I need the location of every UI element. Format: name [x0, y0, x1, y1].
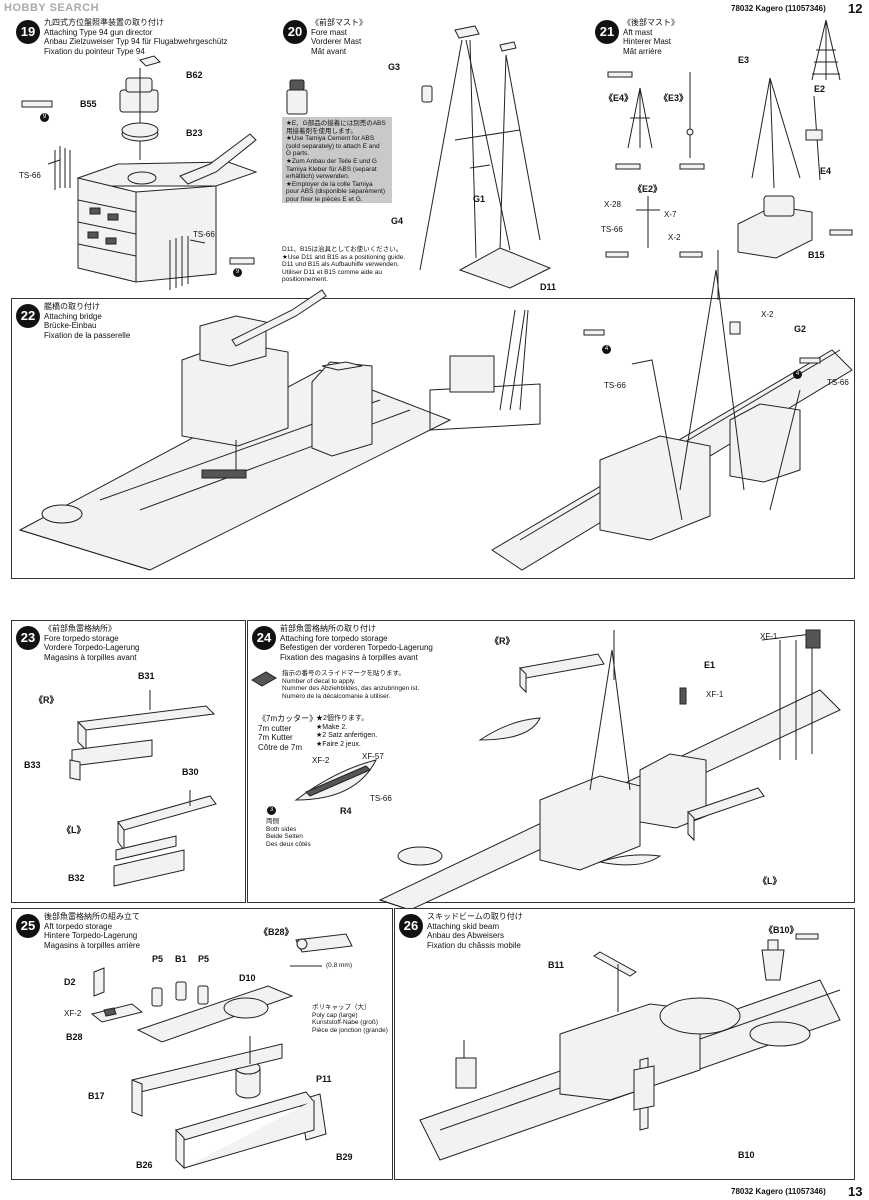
- step-23-part-b32: B32: [68, 873, 85, 883]
- step-19-part-ts66-a: TS-66: [19, 171, 41, 180]
- step-22-decal-circle-b: 4: [793, 370, 802, 379]
- step-24-part-e1: E1: [704, 660, 716, 670]
- step-19-decal-circle-a: 9: [40, 113, 49, 122]
- step-20-number: 20: [283, 20, 307, 44]
- watermark-logo: HOBBY SEARCH: [4, 2, 100, 14]
- step-24-number: 24: [252, 626, 276, 650]
- step-19-part-b62: B62: [186, 70, 203, 80]
- step-25-part-b28: B28: [66, 1032, 83, 1042]
- step-24-make-note: ★2個作ります。 ★Make 2. ★2 Satz anfertigen. ★F…: [316, 715, 378, 748]
- step-19-part-b23: B23: [186, 128, 203, 138]
- step-24-title: 前部魚雷格納所の取り付け Attaching fore torpedo stor…: [280, 624, 433, 662]
- step-22-paint-ts66-a: TS-66: [604, 381, 626, 390]
- step-25-part-d10: D10: [239, 973, 256, 983]
- step-24-paint-xf57: XF-57: [362, 752, 384, 761]
- step-25-part-b26: B26: [136, 1160, 153, 1170]
- step-21-sub-e3: 《E3》: [659, 93, 689, 103]
- model-code-top: 78032 Kagero (11057346): [731, 4, 826, 13]
- step-21-diagram: [605, 19, 853, 259]
- step-25-polycap-note: ポリキャップ（大） Poly cap (large) Kunststoff-Na…: [312, 1004, 388, 1034]
- step-21-paint-x28: X-28: [604, 200, 621, 209]
- step-22-part-g2: G2: [794, 324, 807, 334]
- step-22-paint-x2: X-2: [761, 310, 774, 319]
- step-21-paint-ts66: TS-66: [601, 225, 623, 234]
- step-22-paint-ts66-b: TS-66: [827, 378, 849, 387]
- step-26-part-b11: B11: [548, 960, 565, 970]
- step-20-diagram: [286, 25, 552, 289]
- step-25-part-d2: D2: [64, 977, 76, 987]
- step-25-diagram: [90, 933, 353, 1170]
- step-24-part-r4: R4: [340, 806, 352, 816]
- step-20-part-g1: G1: [473, 194, 486, 204]
- step-25-title: 後部魚雷格納所の組み立て Aft torpedo storage Hintere…: [44, 912, 141, 950]
- step-24-side-r: 《R》: [490, 636, 515, 646]
- page-number-bottom: 13: [848, 1184, 863, 1199]
- step-22-diagram: [18, 250, 853, 571]
- step-21-paint-x7: X-7: [664, 210, 677, 219]
- step-19-diagram: [21, 55, 258, 290]
- step-21-part-e3: E3: [738, 55, 750, 65]
- step-19-number: 19: [16, 20, 40, 44]
- step-24-paint-xf2: XF-2: [312, 756, 330, 765]
- model-code-bottom: 78032 Kagero (11057346): [731, 1187, 826, 1196]
- step-21-part-e4: E4: [820, 166, 832, 176]
- step-25-part-p5-b: P5: [198, 954, 210, 964]
- step-25-sub-b28: 《B28》: [259, 927, 294, 937]
- step-25-wire-size: (0.8 mm): [326, 962, 352, 969]
- step-24-both-sides: 両側 Both sides Beide Seiten Des deux côté…: [266, 818, 311, 848]
- step-23-side-l: 《L》: [62, 825, 86, 835]
- step-26-number: 26: [399, 914, 423, 938]
- step-25-paint-xf2: XF-2: [64, 1009, 82, 1018]
- step-23-side-r: 《R》: [34, 695, 59, 705]
- step-20-part-g4: G4: [391, 216, 404, 226]
- step-23-number: 23: [16, 626, 40, 650]
- step-21-sub-e2: 《E2》: [633, 184, 663, 194]
- step-19-part-ts66-b: TS-66: [193, 230, 215, 239]
- step-21-paint-x2: X-2: [668, 233, 681, 242]
- step-24-decal-note: 指示の番号のスライドマークを貼ります。 Number of decal to a…: [282, 670, 420, 700]
- step-23-diagram: [69, 690, 217, 887]
- step-20-part-g3: G3: [388, 62, 401, 72]
- step-23-part-b33: B33: [24, 760, 41, 770]
- step-22-decal-circle-a: 4: [602, 345, 611, 354]
- step-24-side-l: 《L》: [758, 876, 782, 886]
- step-24-paint-ts66: TS-66: [370, 794, 392, 803]
- step-22-title: 艦橋の取り付け Attaching bridge Brücke-Einbau F…: [44, 302, 131, 340]
- step-20-note-cement: ★E、G部品の接着には別売のABS 用接着剤を使用します。 ★Use Tamiy…: [282, 117, 392, 203]
- step-25-number: 25: [16, 914, 40, 938]
- step-21-number: 21: [595, 20, 619, 44]
- step-24-cutter-title: 《7mカッター》 7m cutter 7m Kutter Côtre de 7m: [258, 714, 318, 752]
- step-24-paint-xf1-b: XF-1: [760, 632, 778, 641]
- step-23-part-b30: B30: [182, 767, 199, 777]
- step-21-title: 《後部マスト》 Aft mast Hinterer Mast Mât arriè…: [623, 18, 679, 56]
- step-22-number: 22: [16, 304, 40, 328]
- step-25-part-p5-a: P5: [152, 954, 164, 964]
- step-25-part-b1: B1: [175, 954, 187, 964]
- step-19-title: 九四式方位盤照準装置の取り付け Attaching Type 94 gun di…: [44, 18, 228, 56]
- step-21-part-b15: B15: [808, 250, 825, 260]
- step-25-part-p11: P11: [316, 1074, 332, 1084]
- step-19-decal-circle-b: 9: [233, 268, 242, 277]
- step-24-diagram: [251, 629, 841, 911]
- step-23-part-b31: B31: [138, 671, 155, 681]
- step-20-note-jig: D11、B15は治具としてお使いください。 ★Use D11 and B15 a…: [282, 246, 406, 283]
- step-19-part-b55: B55: [80, 99, 97, 109]
- step-26-sub-b10: 《B10》: [764, 925, 799, 935]
- step-24-decal-circle: 3: [267, 806, 276, 815]
- step-21-part-e2: E2: [814, 84, 826, 94]
- step-26-title: スキッドビームの取り付け Attaching skid beam Anbau d…: [427, 912, 523, 950]
- step-23-title: 《前部魚雷格納所》 Fore torpedo storage Vordere T…: [44, 624, 140, 662]
- step-26-part-b10: B10: [738, 1150, 755, 1160]
- page-number-top: 12: [848, 1, 863, 16]
- step-20-part-d11: D11: [540, 282, 557, 292]
- step-25-part-b29: B29: [336, 1152, 353, 1162]
- step-20-title: 《前部マスト》 Fore mast Vorderer Mast Mât avan…: [311, 18, 367, 56]
- step-25-part-b17: B17: [88, 1091, 105, 1101]
- step-21-sub-e4: 《E4》: [604, 93, 634, 103]
- step-24-paint-xf1-a: XF-1: [706, 690, 724, 699]
